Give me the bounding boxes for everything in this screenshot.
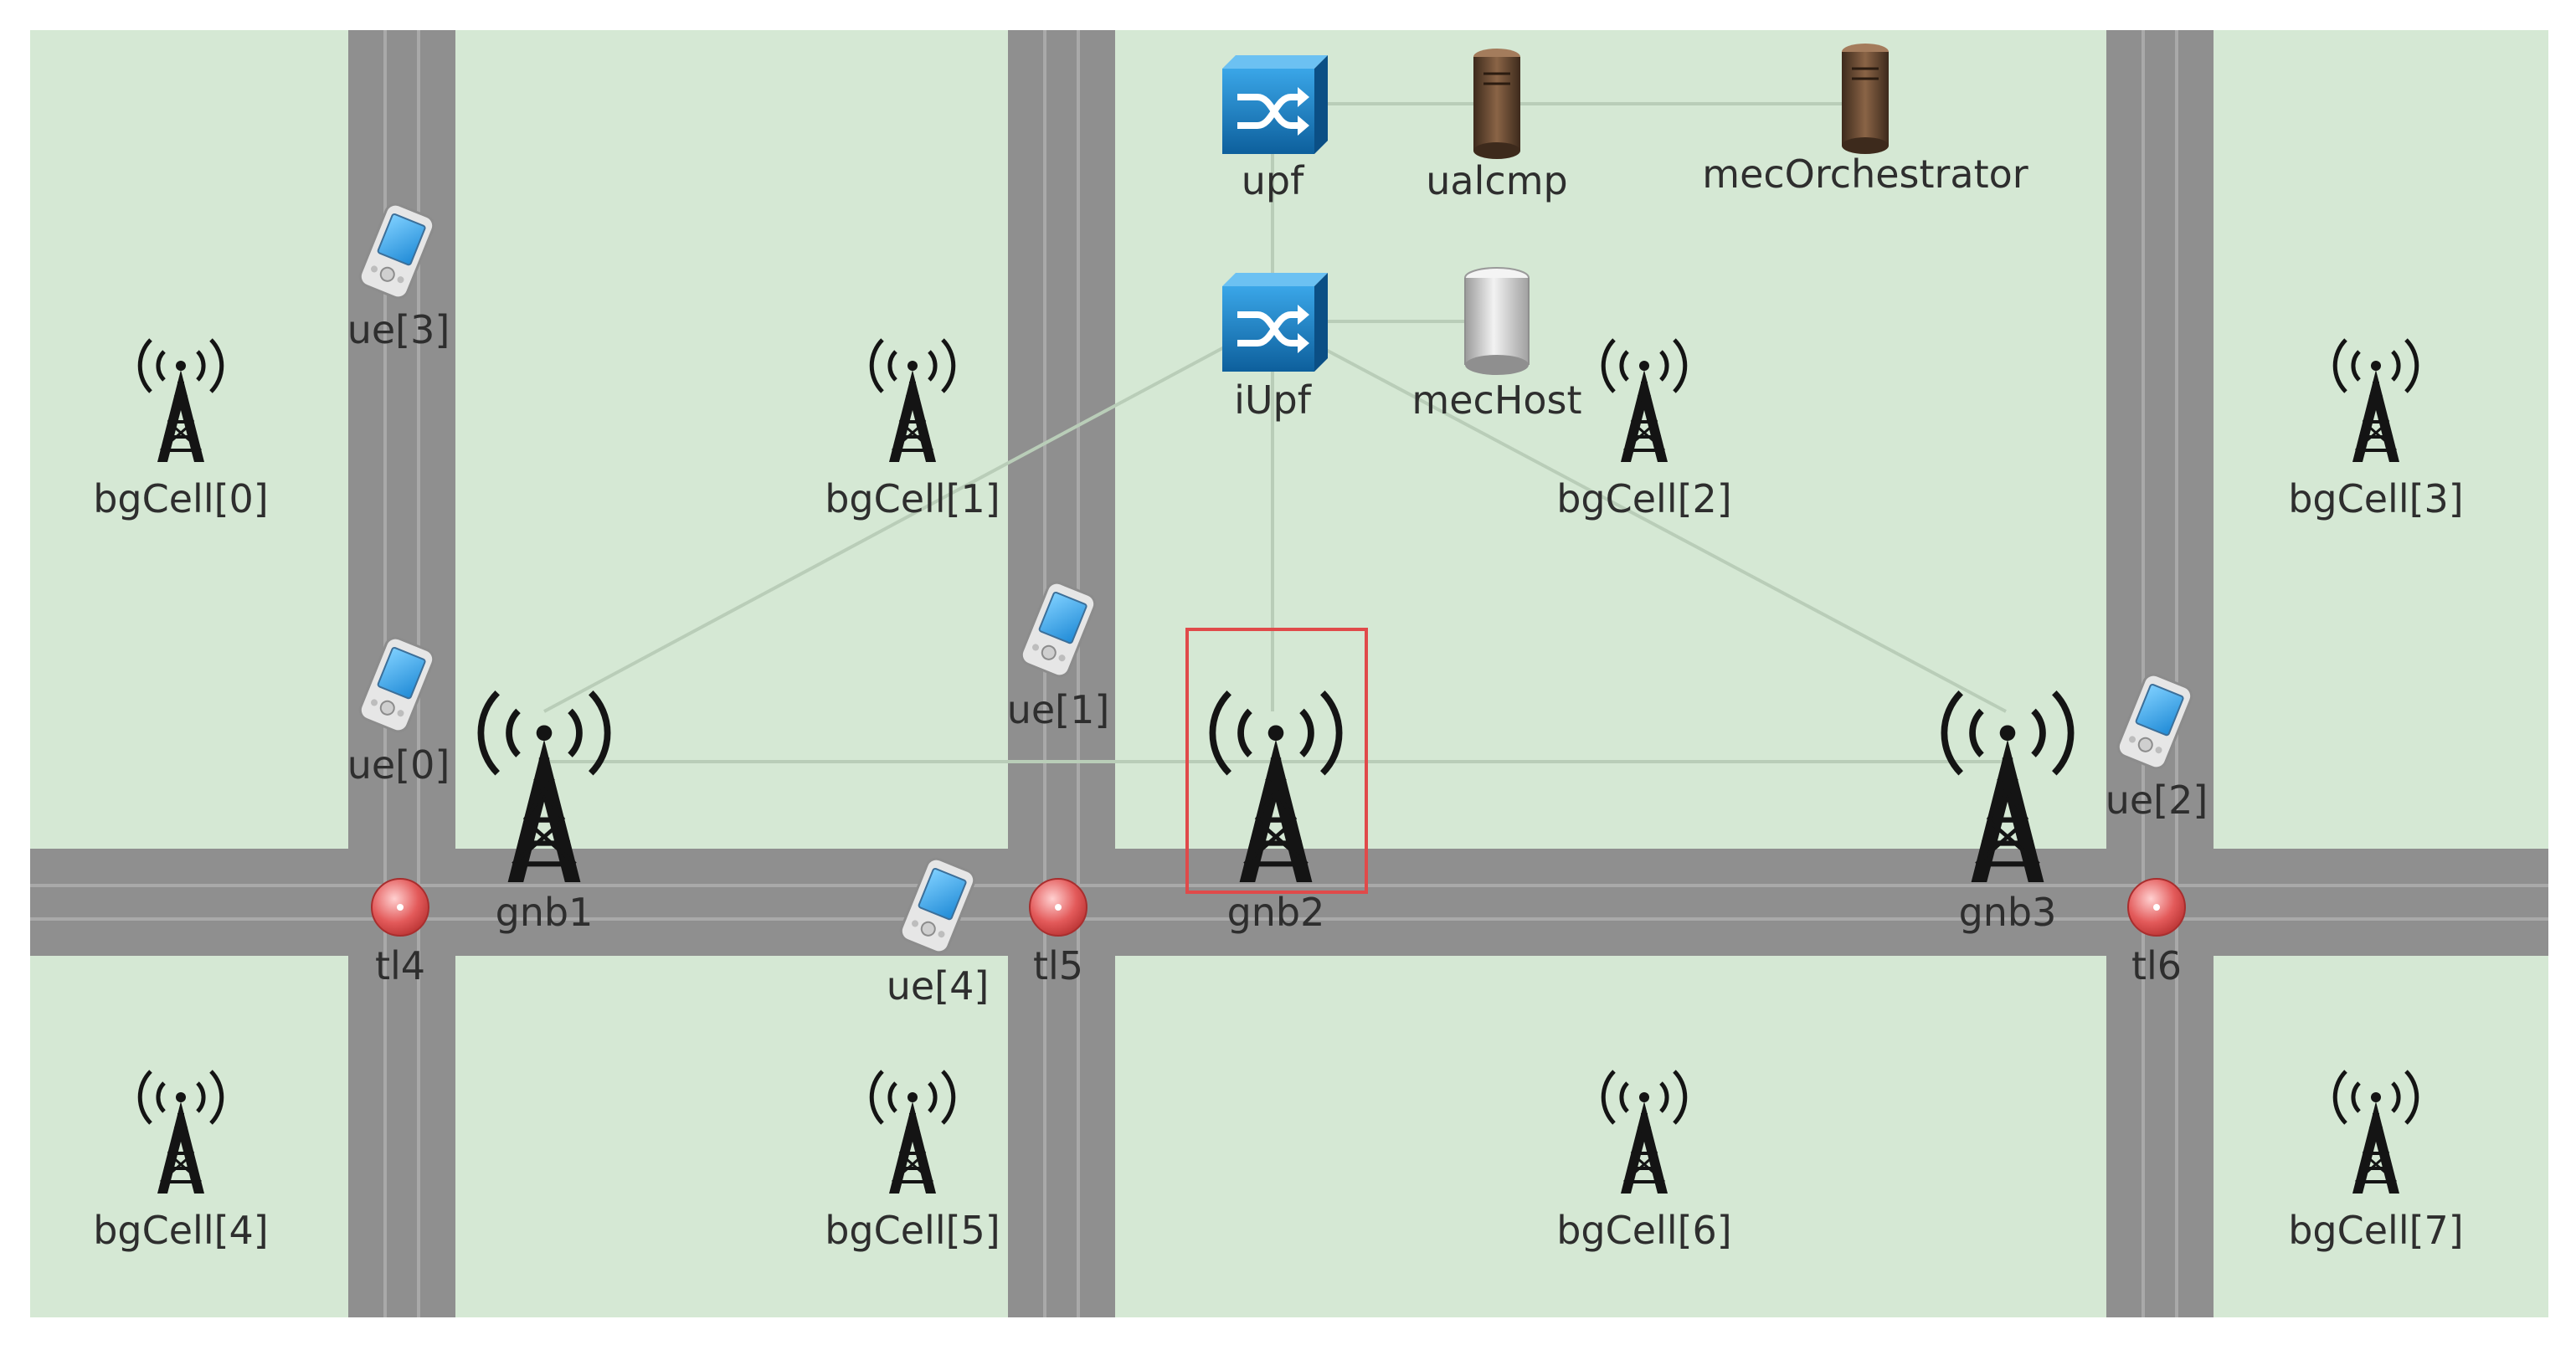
node-bgcell-6[interactable]: bgCell[6] <box>1556 1071 1732 1253</box>
node-label: ue[1] <box>1007 687 1110 732</box>
node-label: bgCell[6] <box>1556 1208 1732 1253</box>
node-upf[interactable]: upf <box>1222 55 1328 203</box>
node-bgcell-4[interactable]: bgCell[4] <box>93 1071 269 1253</box>
node-label: tl5 <box>1033 943 1083 988</box>
node-tl5[interactable]: tl5 <box>1029 878 1087 988</box>
node-bgcell-1[interactable]: bgCell[1] <box>825 340 1000 521</box>
node-bgcell-2[interactable]: bgCell[2] <box>1556 340 1732 521</box>
node-ue-2[interactable]: ue[2] <box>2106 670 2208 823</box>
node-gnb2[interactable]: gnb2 <box>1185 628 1368 935</box>
node-gnb1[interactable]: gnb1 <box>481 693 607 935</box>
node-label: bgCell[3] <box>2288 476 2464 521</box>
router-icon <box>1222 55 1328 154</box>
node-ue-1[interactable]: ue[1] <box>1007 578 1110 732</box>
node-iupf[interactable]: iUpf <box>1222 273 1328 423</box>
server-box-icon <box>1464 267 1530 376</box>
node-bgcell-0[interactable]: bgCell[0] <box>93 340 269 521</box>
node-label: ue[3] <box>347 307 450 352</box>
node-label: bgCell[5] <box>825 1208 1000 1253</box>
node-ue-3[interactable]: ue[3] <box>347 200 450 352</box>
node-label: ue[4] <box>887 963 990 1009</box>
node-bgcell-3[interactable]: bgCell[3] <box>2288 340 2464 521</box>
traffic-light-icon <box>371 878 429 937</box>
node-label: bgCell[0] <box>93 476 269 521</box>
node-label: mecOrchestrator <box>1702 151 2028 197</box>
node-label: ue[0] <box>347 742 450 788</box>
node-label: tl6 <box>2131 943 2182 988</box>
node-label: gnb1 <box>496 890 594 935</box>
node-tl6[interactable]: tl6 <box>2127 878 2186 988</box>
node-mecorchestrator[interactable]: mecOrchestrator <box>1702 42 2028 197</box>
node-label: upf <box>1242 158 1305 203</box>
node-gnb3[interactable]: gnb3 <box>1944 693 2070 935</box>
node-label: iUpf <box>1234 377 1313 423</box>
server-tower-icon <box>1472 47 1522 161</box>
node-label: gnb3 <box>1959 890 2057 935</box>
node-label: bgCell[1] <box>825 476 1000 521</box>
server-tower-icon <box>1840 42 1890 156</box>
node-ue-0[interactable]: ue[0] <box>347 634 450 788</box>
node-label: tl4 <box>375 943 425 988</box>
node-label: bgCell[7] <box>2288 1208 2464 1253</box>
node-ue-4[interactable]: ue[4] <box>887 855 990 1009</box>
link-iupf-gnb1 <box>543 320 1273 713</box>
node-label: mecHost <box>1411 377 1581 423</box>
node-bgcell-5[interactable]: bgCell[5] <box>825 1071 1000 1253</box>
node-label: ue[2] <box>2106 778 2208 823</box>
node-tl4[interactable]: tl4 <box>371 878 429 988</box>
selection-box <box>1185 628 1368 894</box>
node-mechost[interactable]: mecHost <box>1411 267 1582 423</box>
link-iupf-gnb3 <box>1272 320 2007 713</box>
traffic-light-icon <box>1029 878 1087 937</box>
node-label: ualcmp <box>1426 158 1567 203</box>
road-vertical-right <box>2106 30 2214 1317</box>
node-bgcell-7[interactable]: bgCell[7] <box>2288 1071 2464 1253</box>
node-label: gnb2 <box>1227 890 1325 935</box>
node-label: bgCell[2] <box>1556 476 1732 521</box>
node-label: bgCell[4] <box>93 1208 269 1253</box>
node-ualcmp[interactable]: ualcmp <box>1426 47 1568 203</box>
router-icon <box>1222 273 1328 372</box>
traffic-light-icon <box>2127 878 2186 937</box>
